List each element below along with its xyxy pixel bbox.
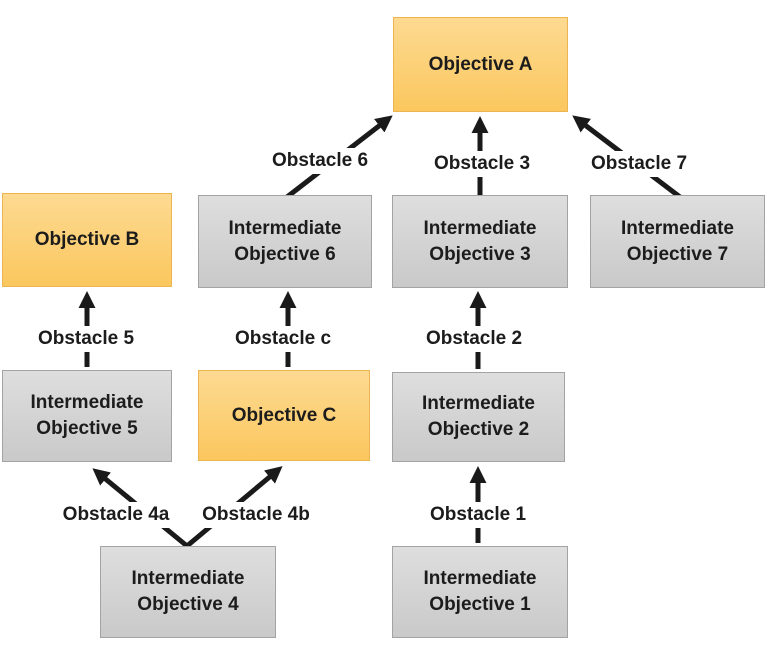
obstacle-4b-label: Obstacle 4b xyxy=(197,502,315,528)
obstacle-4a-label: Obstacle 4a xyxy=(57,502,175,528)
node-intermediate-objective-3: Intermediate Objective 3 xyxy=(392,195,568,288)
node-intermediate-objective-5: Intermediate Objective 5 xyxy=(2,370,172,462)
node-objective-a: Objective A xyxy=(393,17,568,112)
obstacle-6-label: Obstacle 6 xyxy=(266,148,374,174)
node-intermediate-objective-6: Intermediate Objective 6 xyxy=(198,195,372,288)
node-intermediate-objective-7: Intermediate Objective 7 xyxy=(590,195,765,288)
node-objective-b: Objective B xyxy=(2,193,172,287)
obstacle-2-label: Obstacle 2 xyxy=(420,326,528,352)
node-intermediate-objective-4: Intermediate Objective 4 xyxy=(100,546,276,638)
obstacle-c-label: Obstacle c xyxy=(229,326,337,352)
obstacle-1-label: Obstacle 1 xyxy=(424,502,532,528)
node-intermediate-objective-1: Intermediate Objective 1 xyxy=(392,546,568,638)
node-intermediate-objective-2: Intermediate Objective 2 xyxy=(392,372,565,462)
obstacle-3-label: Obstacle 3 xyxy=(428,151,536,177)
node-objective-c: Objective C xyxy=(198,370,370,461)
obstacle-5-label: Obstacle 5 xyxy=(32,326,140,352)
obstacle-7-label: Obstacle 7 xyxy=(585,151,693,177)
